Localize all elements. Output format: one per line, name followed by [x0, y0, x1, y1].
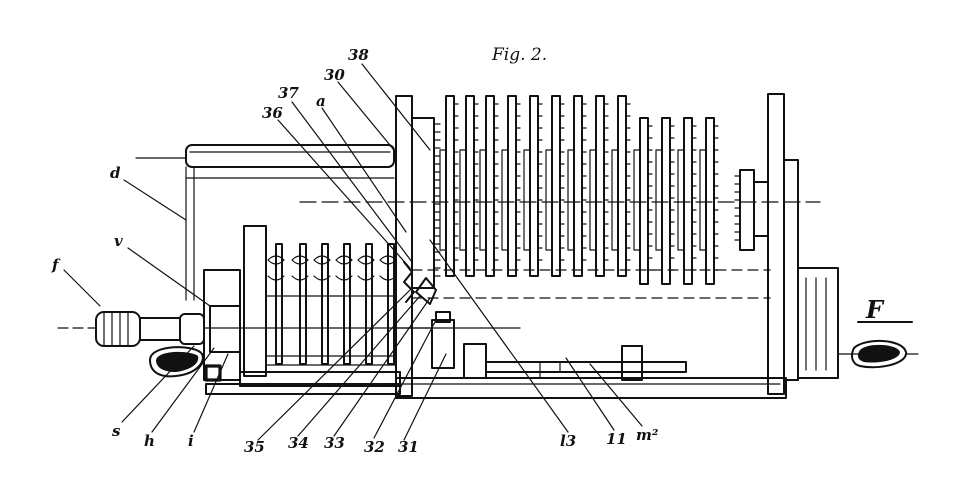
middle-mechanism	[395, 261, 687, 381]
part-32-block	[463, 343, 487, 379]
label-38: 38	[348, 46, 369, 64]
label-34: 34	[288, 434, 309, 452]
counting-disc	[617, 95, 627, 277]
slide-rod-11	[485, 361, 687, 373]
carriage-base	[239, 371, 401, 387]
right-bearing-housing	[797, 267, 839, 379]
counting-disc	[573, 95, 583, 277]
small-disc-stack	[267, 243, 397, 365]
left-handle-s	[149, 346, 204, 378]
right-shaft-gear	[739, 169, 755, 251]
label-36: 36	[262, 104, 283, 122]
label-h: h	[144, 432, 155, 450]
rail-bar	[185, 144, 395, 168]
figure-title: Fig. 2.	[491, 45, 547, 65]
counting-disc	[661, 117, 671, 285]
label-31: 31	[398, 438, 419, 456]
carriage-left-plate	[243, 225, 267, 377]
small-counting-disc	[365, 243, 373, 365]
section-letter: F	[865, 295, 885, 324]
label-s: s	[112, 422, 121, 440]
lower-carriage	[203, 225, 401, 395]
counting-disc	[595, 95, 605, 277]
label-30: 30	[324, 66, 345, 84]
left-drive	[57, 305, 521, 382]
slide-stop-m2	[621, 345, 643, 381]
counting-disc	[507, 95, 517, 277]
counting-disc	[705, 117, 715, 285]
label-m2: m²	[636, 426, 659, 444]
label-v: v	[114, 232, 123, 250]
part-31-block	[431, 319, 455, 369]
left-frame-plate	[395, 95, 413, 397]
small-counting-disc	[387, 243, 395, 365]
part-33-pawl	[415, 277, 437, 305]
label-33: 33	[324, 434, 345, 452]
label-32: 32	[364, 438, 385, 456]
label-a: a	[316, 92, 326, 110]
main-shaft	[299, 169, 821, 251]
counting-disc	[551, 95, 561, 277]
label-11: 11	[606, 430, 627, 448]
small-counting-disc	[343, 243, 351, 365]
knurled-knob-f	[95, 311, 141, 347]
top-rail	[135, 144, 395, 301]
main-frame	[395, 93, 839, 399]
small-counting-disc	[275, 243, 283, 365]
frame-base	[395, 377, 787, 399]
leader-lines	[63, 63, 643, 441]
counting-disc	[529, 95, 539, 277]
counting-disc	[465, 95, 475, 277]
right-frame-plate	[767, 93, 785, 395]
reference-labels: 38 30 37 a 36 d v f s h i 35 34 33 32 31…	[51, 46, 659, 456]
label-d: d	[110, 164, 121, 182]
spindle-housing	[209, 305, 241, 353]
left-large-gear	[411, 117, 441, 289]
label-f: f	[51, 256, 61, 274]
label-35: 35	[244, 438, 265, 456]
counting-disc	[445, 95, 455, 277]
label-i: i	[188, 432, 194, 450]
label-37: 37	[278, 84, 299, 102]
right-handle	[837, 339, 919, 369]
counting-disc	[485, 95, 495, 277]
small-counting-disc	[299, 243, 307, 365]
right-side-block	[783, 159, 799, 381]
gear-30	[411, 117, 435, 289]
counting-disc	[683, 117, 693, 285]
label-l3: l3	[560, 432, 576, 450]
small-counting-disc	[321, 243, 329, 365]
counting-disc	[639, 117, 649, 285]
drive-shaft	[139, 317, 181, 341]
disc-stack	[439, 95, 719, 285]
